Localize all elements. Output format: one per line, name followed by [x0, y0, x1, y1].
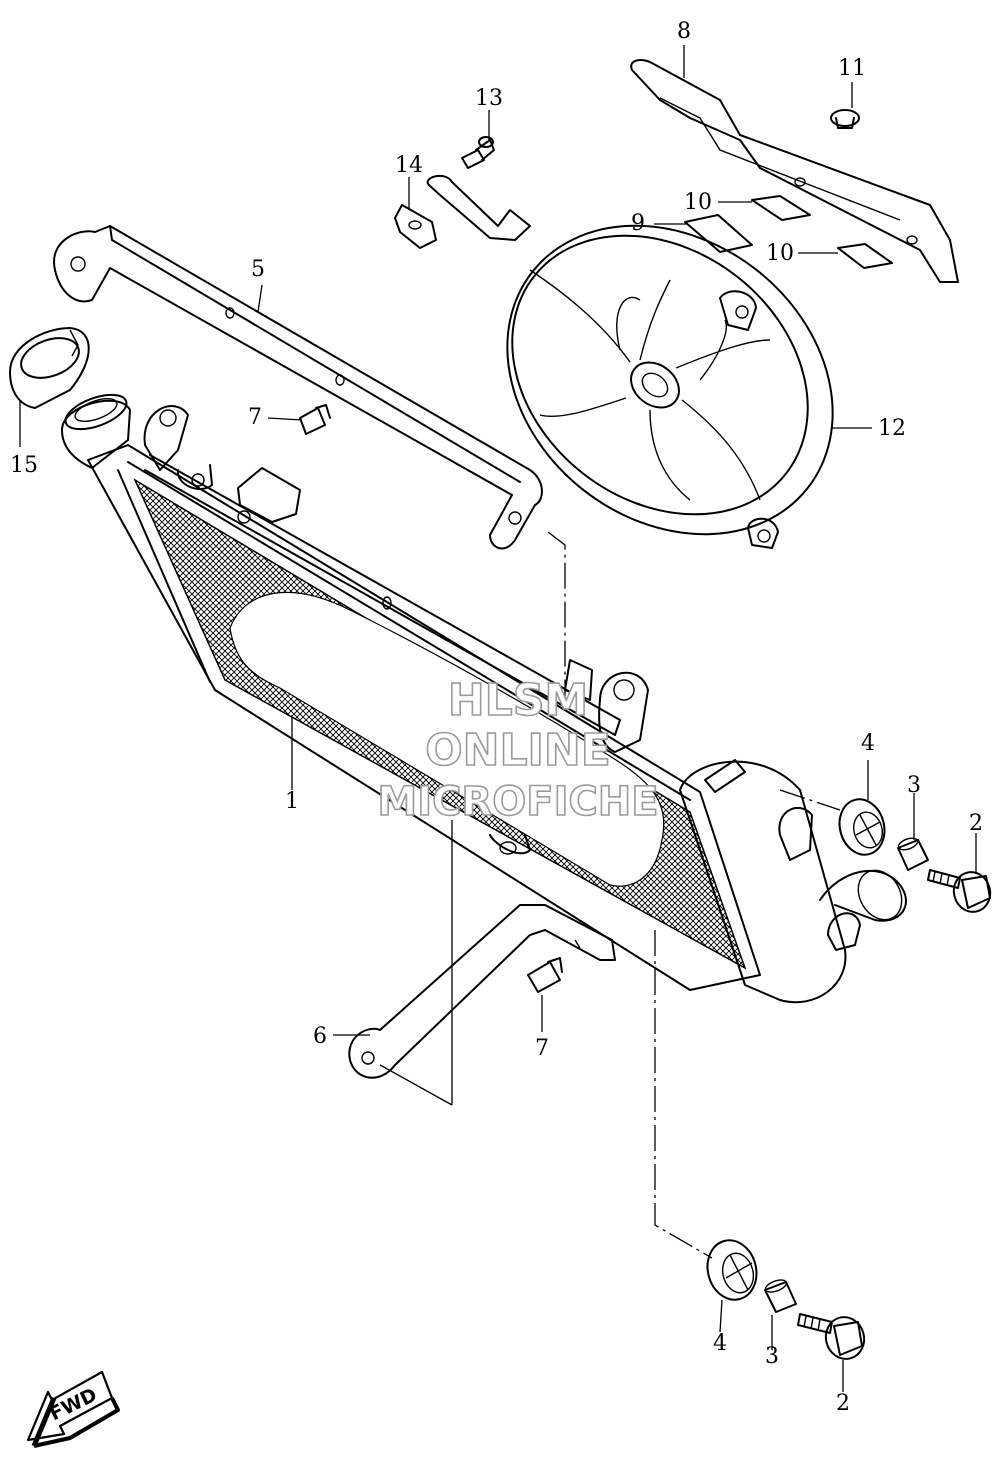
watermark-line-2: ONLINE	[425, 725, 611, 776]
bolt-13	[461, 136, 495, 169]
callout-10-upper: 10	[684, 190, 712, 215]
clip-14	[394, 204, 437, 249]
collar-3-lower	[764, 1279, 797, 1313]
callout-9: 9	[631, 211, 645, 236]
grommet-4-upper	[838, 798, 886, 856]
callout-3-upper: 3	[907, 773, 921, 798]
callout-3-lower: 3	[765, 1344, 779, 1369]
callout-1: 1	[285, 789, 299, 814]
callout-11: 11	[838, 56, 866, 81]
watermark-line-3: MICROFICHE	[377, 779, 658, 825]
collar-3-upper	[897, 837, 929, 871]
bolt-2-lower	[797, 1313, 866, 1360]
callout-10-lower: 10	[766, 241, 794, 266]
pad-9	[684, 214, 753, 253]
callout-7-upper: 7	[248, 405, 262, 430]
callout-4-lower: 4	[713, 1331, 727, 1356]
pad-10-upper	[751, 195, 811, 221]
callout-13: 13	[475, 86, 503, 111]
bolt-2-upper	[927, 869, 992, 913]
cooling-fan	[426, 174, 834, 549]
watermark-line-1: HLSM	[448, 675, 588, 726]
callout-6: 6	[313, 1024, 327, 1049]
leader-lines	[19, 45, 977, 1392]
radiator-cap	[9, 327, 90, 409]
rivet-11	[830, 109, 860, 129]
lower-bracket	[348, 904, 616, 1079]
fwd-badge: FWD	[26, 1370, 120, 1448]
callout-7-lower: 7	[535, 1036, 549, 1061]
callout-2-upper: 2	[969, 811, 983, 836]
callout-14: 14	[395, 153, 423, 178]
fan-cover-plate	[630, 59, 959, 283]
callout-8: 8	[677, 19, 691, 44]
grommet-4-lower	[706, 1239, 758, 1301]
watermark: HLSM ONLINE MICROFICHE	[377, 674, 660, 826]
bolt-7-upper	[299, 404, 331, 435]
upper-bracket	[53, 225, 543, 550]
bolt-7-lower	[527, 957, 563, 993]
callout-5: 5	[251, 257, 265, 282]
callout-12: 12	[878, 416, 906, 441]
pad-10-lower	[837, 243, 893, 269]
callout-15: 15	[10, 453, 38, 478]
radiator	[61, 393, 907, 1004]
callout-numbers: 1 2 2 3 3 4 4 5 6 7 7 8 9 10 10 11 12 13…	[10, 19, 983, 1416]
callout-2-lower: 2	[836, 1391, 850, 1416]
callout-4-upper: 4	[861, 731, 875, 756]
